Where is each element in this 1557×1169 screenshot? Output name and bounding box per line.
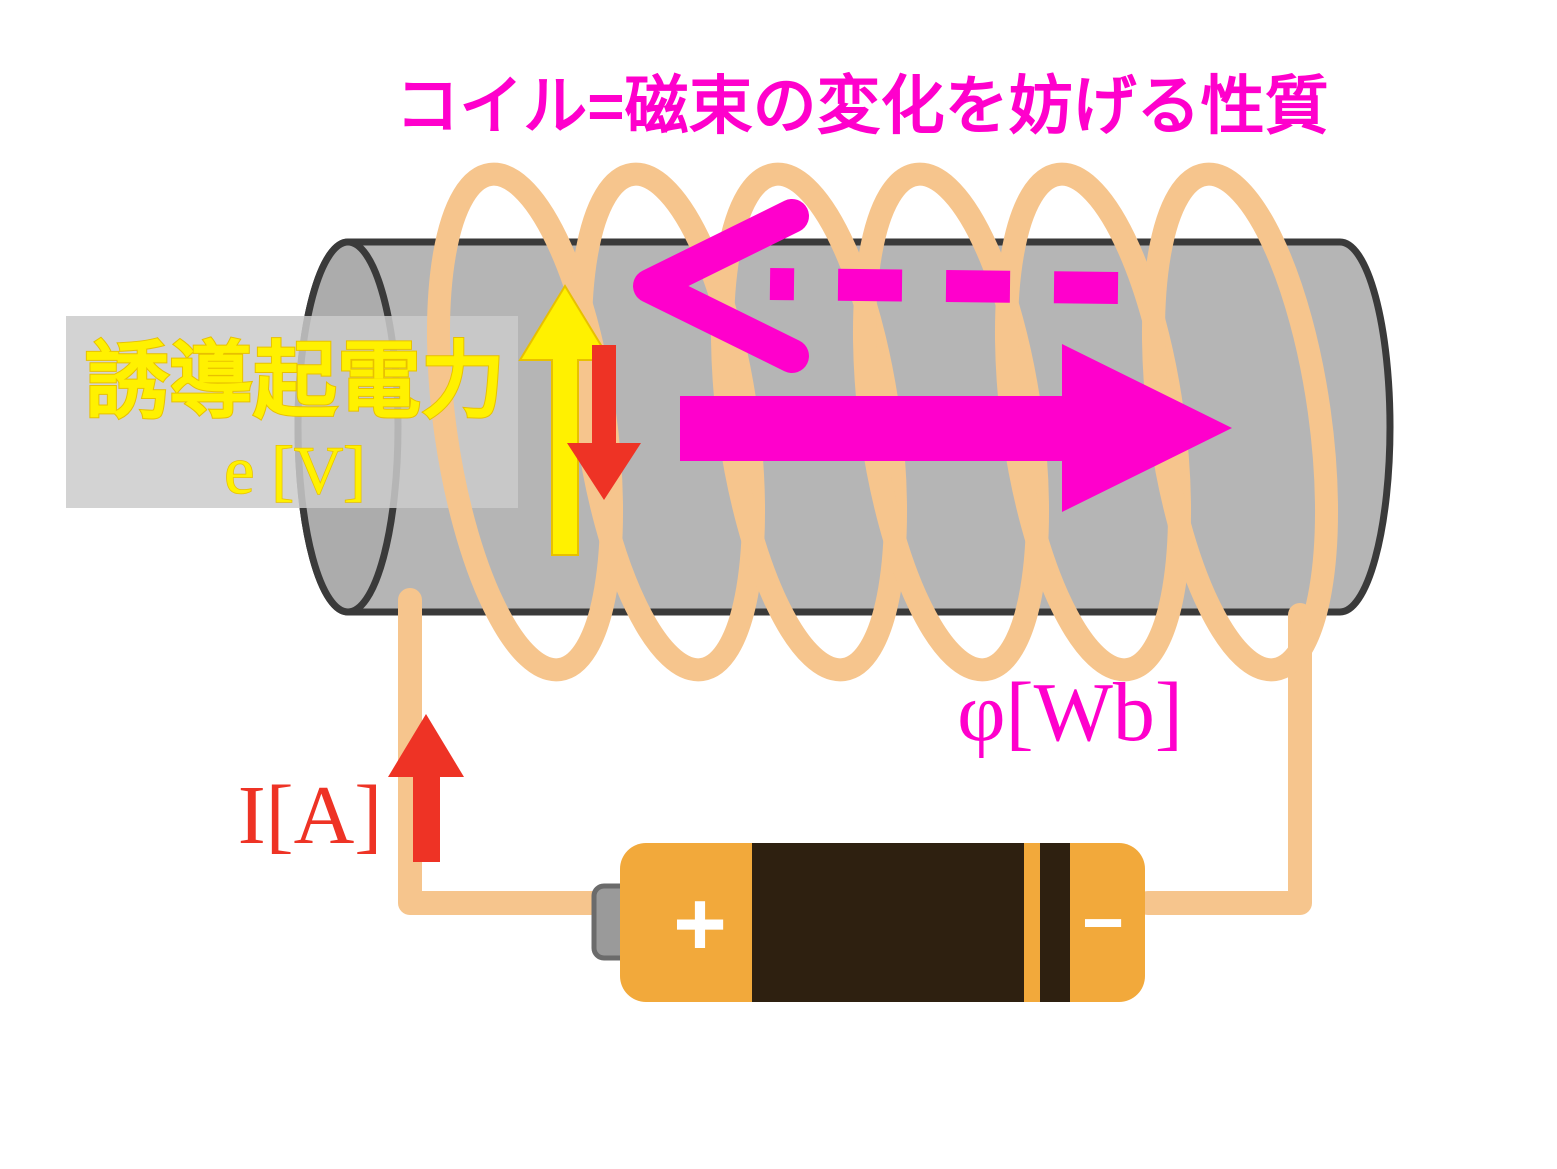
current-label: I[A] (238, 769, 383, 862)
opposing-flux-dashed-arrow (633, 199, 1119, 373)
magnetic-flux-arrow (680, 344, 1232, 512)
battery-dark-ring (1040, 843, 1070, 1002)
page-title: コイル=磁束の変化を妨げる性質 (395, 70, 1328, 142)
circuit-wires (398, 588, 1312, 915)
emf-symbol-label: e [V] (224, 432, 366, 508)
emf-label: 誘導起電力 (85, 336, 505, 429)
induced-emf-arrow-up (518, 284, 612, 556)
flux-label: φ[Wb] (957, 666, 1183, 759)
battery-minus-label: − (1082, 883, 1124, 963)
battery-plus-label: + (673, 873, 727, 975)
dashed-arrow-head (633, 199, 809, 373)
battery: + − (591, 843, 1145, 1002)
current-flow-arrow-up (388, 714, 464, 862)
circuit-wire-left (398, 588, 624, 915)
circuit-wire-right (1136, 603, 1312, 915)
battery-dark-sleeve (752, 843, 1024, 1002)
current-arrow-down (567, 345, 641, 500)
dashed-arrow-shaft (769, 268, 1119, 304)
